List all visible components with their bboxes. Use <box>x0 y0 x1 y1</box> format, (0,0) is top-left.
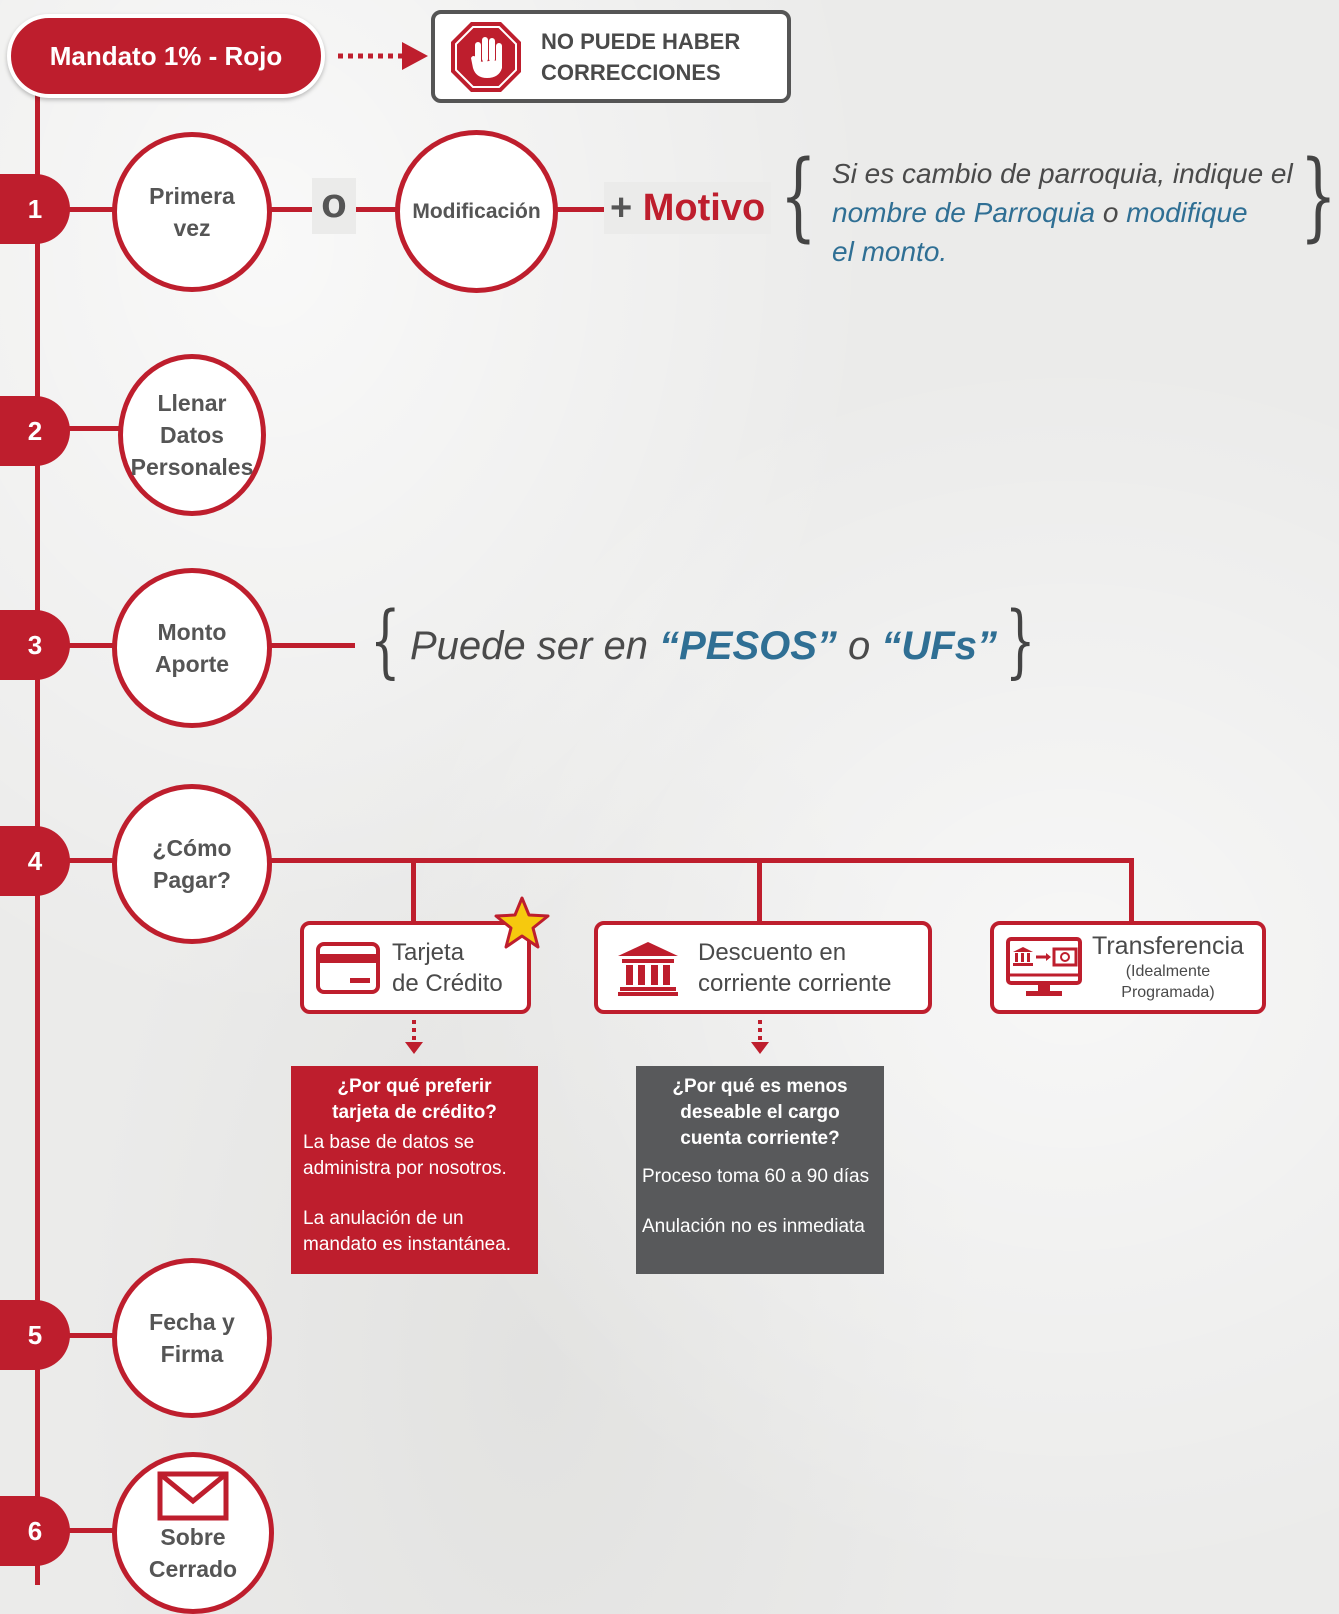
credit-info-title1: ¿Por qué preferir <box>337 1076 492 1097</box>
transfer-line3: Programada) <box>1121 984 1215 1001</box>
step6-connector <box>35 1528 125 1533</box>
credit-line2: de Crédito <box>392 969 503 997</box>
computer-transfer-icon <box>1006 936 1082 996</box>
star-icon <box>494 896 550 949</box>
note-part4: modifique <box>1126 197 1248 228</box>
debit-line1: Descuento en <box>698 938 847 966</box>
credit-info-p2b: mandato es instantánea. <box>303 1234 512 1255</box>
step2-line1: Llenar <box>157 390 227 416</box>
bank-icon <box>618 941 678 996</box>
credit-card-icon <box>316 941 380 994</box>
brace-right-1: } <box>1300 140 1337 252</box>
amount-or: o <box>848 624 871 668</box>
step1-number: 1 <box>0 174 70 244</box>
step6-number: 6 <box>0 1496 70 1566</box>
branch-credit <box>411 858 416 922</box>
brace-left-1: { <box>780 140 817 252</box>
amount-pesos: “PESOS” <box>659 624 837 668</box>
amount-note: Puede ser en “PESOS” o “UFs” <box>410 622 997 670</box>
credit-info-p2a: La anulación de un <box>303 1208 464 1229</box>
transfer-label: Transferencia (Idealmente Programada) <box>1092 932 1244 1003</box>
modificacion-circle: Modificación <box>395 130 558 293</box>
step4-line2: Pagar? <box>153 867 231 893</box>
note-part5: el monto. <box>832 236 948 267</box>
transfer-line2: (Idealmente <box>1125 963 1211 980</box>
brace-right-3: } <box>1005 594 1036 687</box>
credit-info-title: ¿Por qué preferir tarjeta de crédito? <box>303 1074 526 1126</box>
step6-line1: Sobre <box>160 1524 226 1550</box>
step5-connector <box>35 1333 125 1338</box>
warning-line1: NO PUEDE HABER <box>541 28 741 54</box>
step2-line2: Datos <box>160 422 224 448</box>
debit-label: Descuento en corriente corriente <box>698 937 891 999</box>
branch-debit <box>757 858 762 922</box>
step3-number: 3 <box>0 610 70 680</box>
debit-info-title1: ¿Por qué es menos <box>672 1076 848 1097</box>
note-part2: nombre de Parroquia <box>832 197 1096 228</box>
warning-line2: CORRECCIONES <box>541 59 721 85</box>
debit-info-title2: deseable el cargo <box>680 1102 840 1123</box>
transfer-line1: Transferencia <box>1092 932 1244 960</box>
credit-info-p1a: La base de datos se <box>303 1132 475 1153</box>
step6-line2: Cerrado <box>148 1556 238 1582</box>
or-text: o <box>312 178 356 234</box>
debit-info-title3: cuenta corriente? <box>680 1128 840 1149</box>
branch-transfer <box>1129 858 1134 922</box>
debit-info-p1: Proceso toma 60 a 90 días <box>642 1166 870 1187</box>
step2-connector <box>35 426 125 431</box>
step4-line1: ¿Cómo <box>152 835 232 861</box>
step2-number: 2 <box>0 396 70 466</box>
step5-line1: Fecha y <box>149 1309 235 1335</box>
modificacion-label: Modificación <box>412 199 541 223</box>
credit-line1: Tarjeta <box>392 938 465 966</box>
step1-line1: Primera <box>149 183 235 209</box>
credit-down-arrow <box>405 1020 423 1054</box>
debit-info-p2: Anulación no es inmediata <box>642 1216 865 1237</box>
debit-line2: corriente corriente <box>698 969 892 997</box>
step2-line3: Personales <box>130 454 254 480</box>
step5-circle: Fecha y Firma <box>112 1258 272 1418</box>
step4-connector <box>35 858 1134 863</box>
step5-line2: Firma <box>160 1341 224 1367</box>
dotted-arrow <box>338 42 428 70</box>
debit-info-box: ¿Por qué es menos deseable el cargo cuen… <box>636 1066 884 1274</box>
step4-circle: ¿Cómo Pagar? <box>112 784 272 944</box>
payment-credit-card: Tarjeta de Crédito <box>300 921 531 1014</box>
step1-circle: Primera vez <box>112 132 272 292</box>
note-part3: o <box>1102 197 1119 228</box>
step3-line1: Monto <box>157 619 227 645</box>
motivo-note: Si es cambio de parroquia, indique el no… <box>832 154 1302 271</box>
header-title-text: Mandato 1% - Rojo <box>49 40 283 71</box>
note-part1: Si es cambio de parroquia, indique el <box>832 158 1293 189</box>
payment-transfer: Transferencia (Idealmente Programada) <box>990 921 1266 1014</box>
header-title: Mandato 1% - Rojo <box>7 14 325 98</box>
step3-circle: Monto Aporte <box>112 568 272 728</box>
warning-text: NO PUEDE HABER CORRECCIONES <box>541 26 740 88</box>
amount-ufs: “UFs” <box>881 624 997 668</box>
payment-debit: Descuento en corriente corriente <box>594 921 932 1014</box>
motivo-text: Motivo <box>642 187 766 229</box>
motivo-label: + Motivo <box>604 182 772 234</box>
step3-line2: Aporte <box>154 651 230 677</box>
warning-box: NO PUEDE HABER CORRECCIONES <box>431 10 791 103</box>
stop-hand-icon <box>451 21 521 92</box>
credit-info-p1b: administra por nosotros. <box>303 1158 507 1179</box>
step6-circle: Sobre Cerrado <box>112 1452 274 1614</box>
step2-circle: Llenar Datos Personales <box>118 354 266 516</box>
envelope-icon <box>157 1471 229 1521</box>
step4-number: 4 <box>0 826 70 896</box>
credit-info-title2: tarjeta de crédito? <box>332 1102 497 1123</box>
credit-info-box: ¿Por qué preferir tarjeta de crédito? La… <box>291 1066 538 1274</box>
debit-info-title: ¿Por qué es menos deseable el cargo cuen… <box>642 1074 878 1152</box>
credit-label: Tarjeta de Crédito <box>392 937 503 999</box>
amount-prefix: Puede ser en <box>410 624 648 668</box>
plus-sign: + <box>610 187 633 229</box>
debit-down-arrow <box>751 1020 769 1054</box>
step1-line2: vez <box>173 215 211 241</box>
brace-left-3: { <box>370 594 401 687</box>
step5-number: 5 <box>0 1300 70 1370</box>
